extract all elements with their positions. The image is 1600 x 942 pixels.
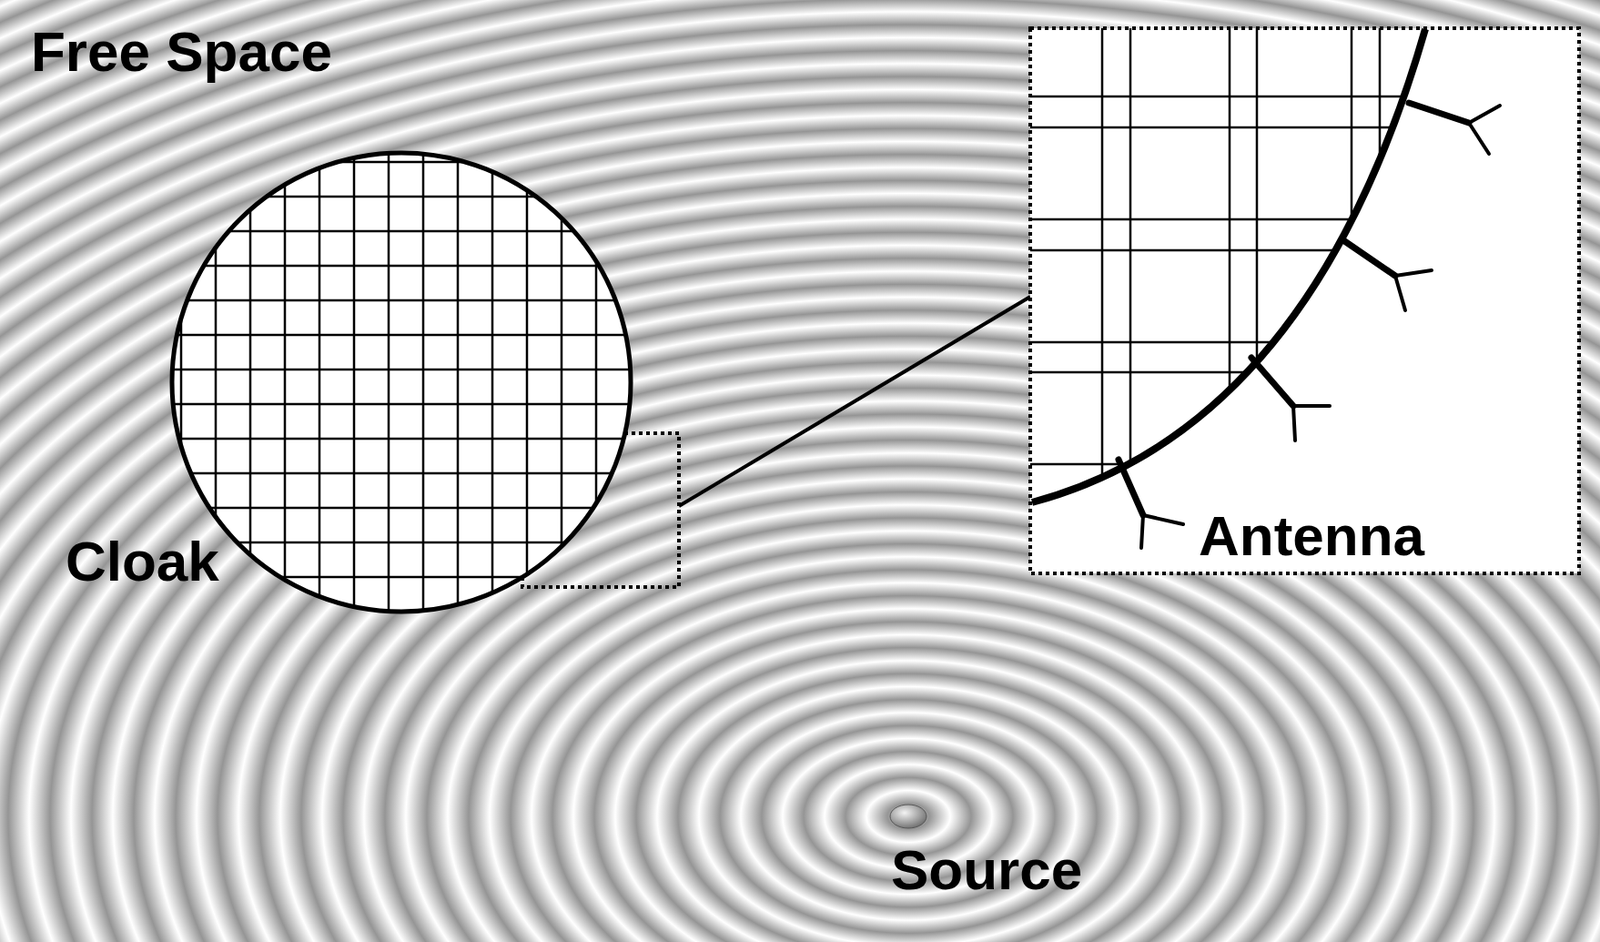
antenna-inset: Antenna: [1030, 28, 1580, 574]
cloak-outline: [172, 152, 631, 612]
antenna-symbol: [1118, 459, 1184, 548]
antenna-inset-art: [1030, 28, 1580, 574]
zoom-leader: [678, 296, 1031, 507]
source-dot: [890, 804, 927, 829]
node-label: Cloak: [65, 533, 220, 590]
region-label: Free Space: [30, 23, 333, 81]
source-label: Source: [891, 841, 1083, 899]
node-label: Antenna: [1198, 507, 1425, 565]
cloak-circle: Cloak: [172, 152, 631, 612]
antenna-symbol: [1251, 357, 1330, 441]
inset-grid: [1030, 28, 1580, 574]
cloak-circle-art: [172, 152, 631, 612]
antenna-symbol: [1343, 240, 1432, 311]
antenna-symbol: [1408, 102, 1500, 154]
cloak-grid: [172, 152, 631, 612]
cloak-fill: [172, 152, 631, 612]
inset-frame: [1030, 28, 1580, 574]
cloak-boundary: [1032, 29, 1426, 503]
